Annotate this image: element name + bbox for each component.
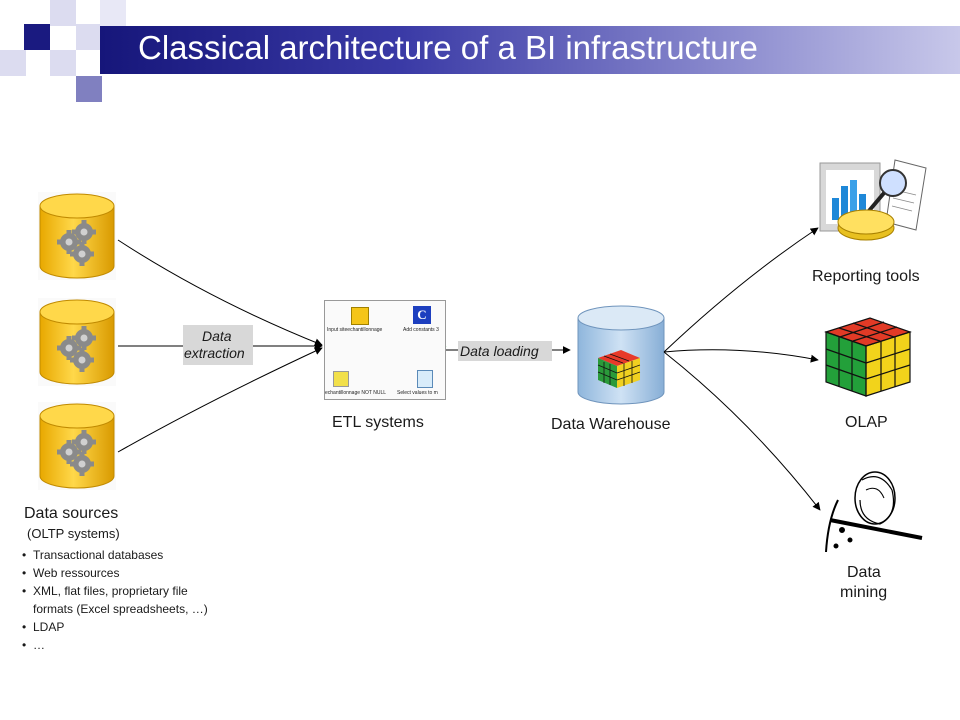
deco-square <box>24 24 50 50</box>
warehouse-cube-icon <box>577 305 665 405</box>
deco-square <box>50 50 76 76</box>
deco-square <box>76 76 102 102</box>
sources-list-item: XML, flat files, proprietary file <box>22 582 208 600</box>
etl-step-label: echantillonnage NOT NULL <box>325 390 387 396</box>
sources-list-item: formats (Excel spreadsheets, …) <box>33 602 208 616</box>
extraction-arrow <box>117 347 323 453</box>
filter-step-icon <box>333 371 349 387</box>
sources-list: Transactional databases Web ressources X… <box>22 546 208 654</box>
output-arrow <box>663 351 821 511</box>
extraction-label-line1: Data <box>202 328 232 344</box>
report-chart-icon <box>819 159 927 241</box>
deco-square <box>0 50 26 76</box>
mining-label-line1: Data <box>847 564 881 581</box>
database-gears-icon <box>38 402 116 490</box>
sources-list-item: … <box>22 636 208 654</box>
mining-label-line2: mining <box>840 584 888 601</box>
extraction-label-line2: extraction <box>184 345 245 361</box>
database-gears-icon <box>38 192 116 280</box>
select-step-icon <box>417 370 433 388</box>
deco-square <box>50 0 76 26</box>
warehouse-label: Data Warehouse <box>551 416 671 433</box>
deco-square <box>76 24 102 50</box>
etl-step-label: Input siteechantillonnage <box>327 327 383 333</box>
etl-step-label: Add constants 3 <box>403 327 439 333</box>
sources-list-item: LDAP <box>22 618 208 636</box>
loading-label: Data loading <box>460 343 539 359</box>
sources-list-item: Web ressources <box>22 564 208 582</box>
database-gears-icon <box>38 298 116 386</box>
deco-square <box>100 0 126 26</box>
output-arrow <box>663 349 819 363</box>
input-step-icon <box>351 307 369 325</box>
mining-pick-icon <box>825 471 923 553</box>
olap-label: OLAP <box>845 414 888 431</box>
slide-title: Classical architecture of a BI infrastru… <box>138 29 758 66</box>
sources-subtitle: (OLTP systems) <box>27 526 120 541</box>
sources-list-item: Transactional databases <box>22 546 208 564</box>
etl-workflow-box: C Input siteechantillonnage Add constant… <box>324 300 446 400</box>
reporting-label: Reporting tools <box>812 268 920 285</box>
etl-label: ETL systems <box>332 414 424 431</box>
olap-cube-icon <box>824 317 912 397</box>
etl-step-label: Select values to m <box>397 390 438 396</box>
extraction-label-box <box>183 325 253 365</box>
loading-label-box <box>458 341 552 361</box>
output-arrow <box>663 227 819 353</box>
title-bar <box>100 26 960 74</box>
constant-step-icon: C <box>413 306 431 324</box>
sources-title: Data sources <box>24 505 119 522</box>
extraction-arrow <box>117 239 323 347</box>
